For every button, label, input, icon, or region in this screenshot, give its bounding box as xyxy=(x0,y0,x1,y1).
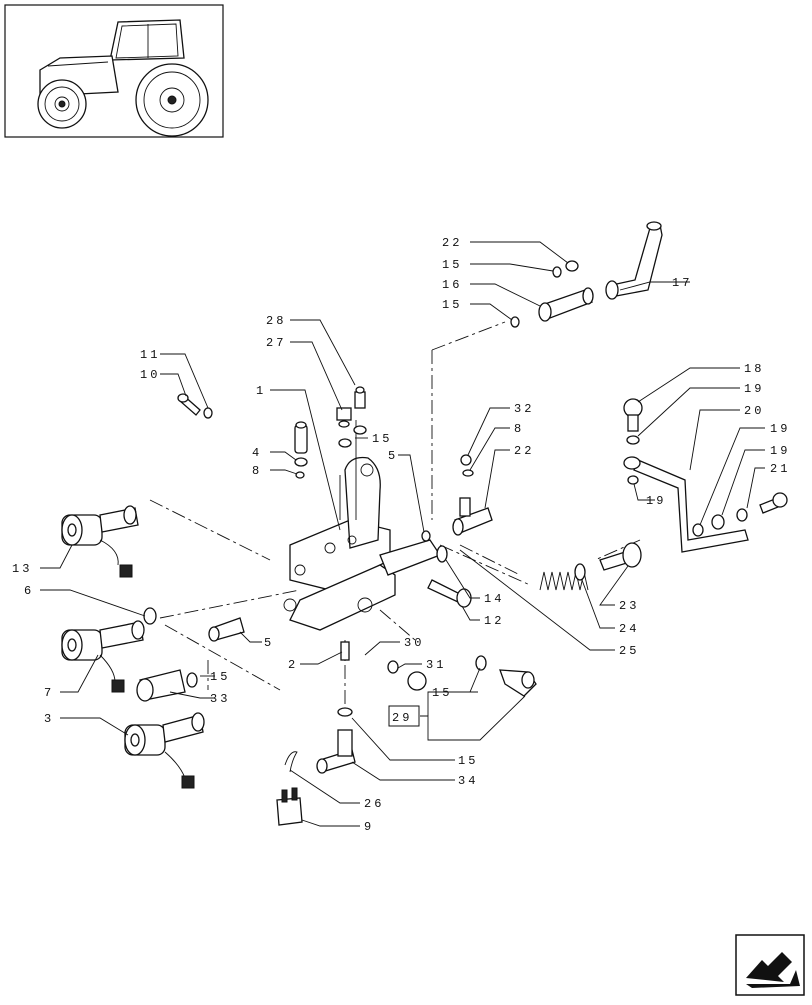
callout-c24: 24 xyxy=(619,622,639,636)
callout-c7: 7 xyxy=(44,686,54,700)
elbow-29[interactable] xyxy=(499,669,537,697)
tractor-icon xyxy=(37,19,209,137)
clip-26[interactable] xyxy=(284,751,298,773)
callout-c15f: 15 xyxy=(458,754,478,768)
callout-c19c: 19 xyxy=(770,444,790,458)
fitting-27[interactable] xyxy=(336,407,352,428)
callout-c20: 20 xyxy=(744,404,764,418)
elbow-fitting-22[interactable] xyxy=(452,497,493,536)
callout-c5a: 5 xyxy=(388,449,398,463)
callout-c17: 17 xyxy=(672,276,692,290)
connector-9[interactable] xyxy=(276,787,303,826)
callout-c31: 31 xyxy=(426,658,446,672)
callout-c22b: 22 xyxy=(514,444,534,458)
o-ring-8[interactable] xyxy=(295,471,305,479)
callout-c19d: 19 xyxy=(646,494,666,508)
tractor-thumbnail[interactable] xyxy=(4,4,224,138)
callout-c15a: 15 xyxy=(442,258,462,272)
callout-c15b: 15 xyxy=(442,298,462,312)
bolt-10[interactable] xyxy=(177,393,213,419)
o-ring-8[interactable] xyxy=(462,469,474,477)
callout-box-29 xyxy=(388,705,420,727)
plug-12[interactable] xyxy=(427,579,472,608)
callout-c32: 32 xyxy=(514,402,534,416)
washer-19[interactable] xyxy=(626,435,640,445)
sensor-33[interactable] xyxy=(136,669,186,702)
fitting-1[interactable] xyxy=(294,421,308,467)
o-ring-15[interactable] xyxy=(338,438,352,448)
washer-19[interactable] xyxy=(736,508,748,522)
o-ring-5[interactable] xyxy=(421,530,431,542)
pipe-17[interactable] xyxy=(605,221,663,300)
callout-c2: 2 xyxy=(288,658,298,672)
callout-c13: 13 xyxy=(12,562,32,576)
callout-c23: 23 xyxy=(619,599,639,613)
callout-c11: 11 xyxy=(140,348,160,362)
callout-c21: 21 xyxy=(770,462,790,476)
callout-c14: 14 xyxy=(484,592,504,606)
callout-c28: 28 xyxy=(266,314,286,328)
callout-c26: 26 xyxy=(364,797,384,811)
callout-c9: 9 xyxy=(364,820,374,834)
o-ring-14[interactable] xyxy=(436,545,448,563)
washer-6[interactable] xyxy=(143,607,157,625)
spool-23[interactable] xyxy=(599,542,642,571)
leader-lines xyxy=(40,241,765,827)
o-ring-15[interactable] xyxy=(186,672,198,688)
o-ring-15[interactable] xyxy=(475,655,487,671)
callout-c10: 10 xyxy=(140,368,160,382)
o-ring-30[interactable] xyxy=(387,660,399,674)
callout-c25: 25 xyxy=(619,644,639,658)
fitting-32[interactable] xyxy=(460,454,472,466)
o-ring-25[interactable] xyxy=(574,563,586,581)
callout-c19a: 19 xyxy=(744,382,764,396)
callout-c18: 18 xyxy=(744,362,764,376)
valve-body[interactable] xyxy=(283,420,441,631)
washer-19[interactable] xyxy=(711,514,725,530)
callout-c15c: 15 xyxy=(372,432,392,446)
plug-31[interactable] xyxy=(407,671,427,691)
callout-c22a: 22 xyxy=(442,236,462,250)
callout-c15d: 15 xyxy=(432,686,452,700)
o-ring-15[interactable] xyxy=(353,425,367,435)
pin-2[interactable] xyxy=(340,641,350,661)
solenoid-3[interactable] xyxy=(124,712,205,789)
washer-19[interactable] xyxy=(692,523,704,537)
pipe-20[interactable] xyxy=(623,456,749,553)
callout-c33: 33 xyxy=(210,692,230,706)
o-ring-15[interactable] xyxy=(552,266,562,278)
next-page-button[interactable] xyxy=(735,934,805,996)
callout-labels: 22 15 16 15 17 28 27 15 11 10 1 4 8 32 8… xyxy=(12,236,790,834)
solenoid-13[interactable] xyxy=(61,505,139,578)
callout-c4: 4 xyxy=(252,446,262,460)
plug-22[interactable] xyxy=(565,260,579,272)
adapter-16[interactable] xyxy=(538,287,594,322)
callout-c3: 3 xyxy=(44,712,54,726)
pin-5[interactable] xyxy=(208,617,245,642)
callout-c27: 27 xyxy=(266,336,286,350)
washer-19[interactable] xyxy=(627,475,639,485)
callout-c8a: 8 xyxy=(252,464,262,478)
callout-c12: 12 xyxy=(484,614,504,628)
banjo-bolt-18[interactable] xyxy=(623,398,643,432)
callout-c30: 30 xyxy=(404,636,424,650)
callout-c1: 1 xyxy=(256,384,266,398)
fitting-28[interactable] xyxy=(354,386,366,409)
o-ring-15[interactable] xyxy=(337,707,353,717)
bolt-21[interactable] xyxy=(759,492,788,514)
solenoid-7[interactable] xyxy=(61,620,145,693)
callout-c6: 6 xyxy=(24,584,34,598)
callout-c34: 34 xyxy=(458,774,478,788)
callout-c29: 29 xyxy=(392,711,412,725)
callout-c15e: 15 xyxy=(210,670,230,684)
callout-c19b: 19 xyxy=(770,422,790,436)
tee-fitting-34[interactable] xyxy=(316,729,356,774)
spring-24[interactable] xyxy=(539,571,589,591)
callout-c8b: 8 xyxy=(514,422,524,436)
callout-c16: 16 xyxy=(442,278,462,292)
next-page-arrow-icon xyxy=(746,952,800,988)
callout-c5b: 5 xyxy=(264,636,274,650)
o-ring-15[interactable] xyxy=(510,316,520,328)
